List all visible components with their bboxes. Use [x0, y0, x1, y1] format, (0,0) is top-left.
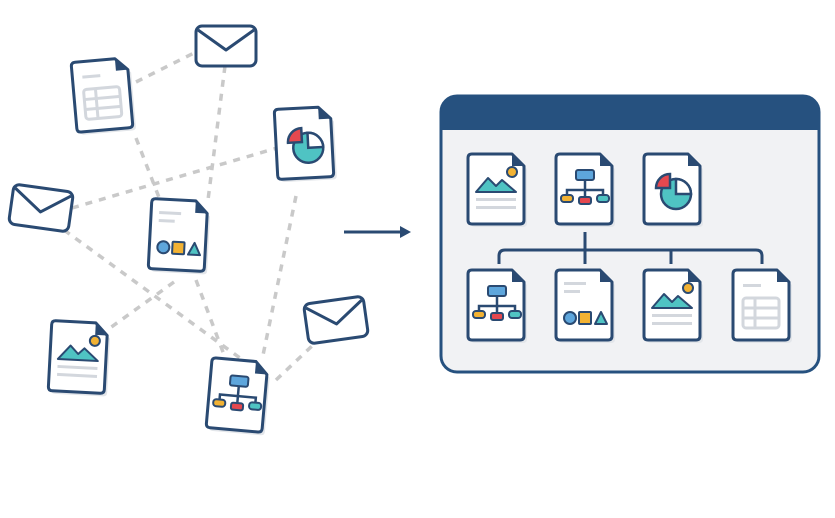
scattered-pie-chart-document-icon	[272, 104, 339, 184]
right-arrow-icon	[344, 226, 411, 238]
organized-shapes-document-icon	[554, 268, 617, 345]
window-header	[441, 96, 819, 130]
scattered-org-chart-document-icon	[204, 356, 273, 438]
scattered-envelope-icon	[302, 294, 370, 346]
organized-image-document-icon	[466, 152, 529, 229]
tree-connectors	[497, 232, 764, 264]
scattered-envelope-icon	[194, 24, 258, 68]
scattered-envelope-icon	[7, 182, 75, 234]
scattered-image-document-icon	[46, 319, 113, 399]
organized-window-panel	[439, 94, 821, 374]
scattered-shapes-document-icon	[146, 197, 213, 277]
organized-org-chart-document-icon	[554, 152, 617, 229]
organized-pie-chart-document-icon	[642, 152, 705, 229]
connection-lines	[62, 50, 314, 382]
organized-org-chart-document-icon	[466, 268, 529, 345]
organized-spreadsheet-document-icon	[731, 268, 794, 345]
scattered-spreadsheet-document-icon	[69, 55, 138, 137]
organized-image-document-icon	[642, 268, 705, 345]
